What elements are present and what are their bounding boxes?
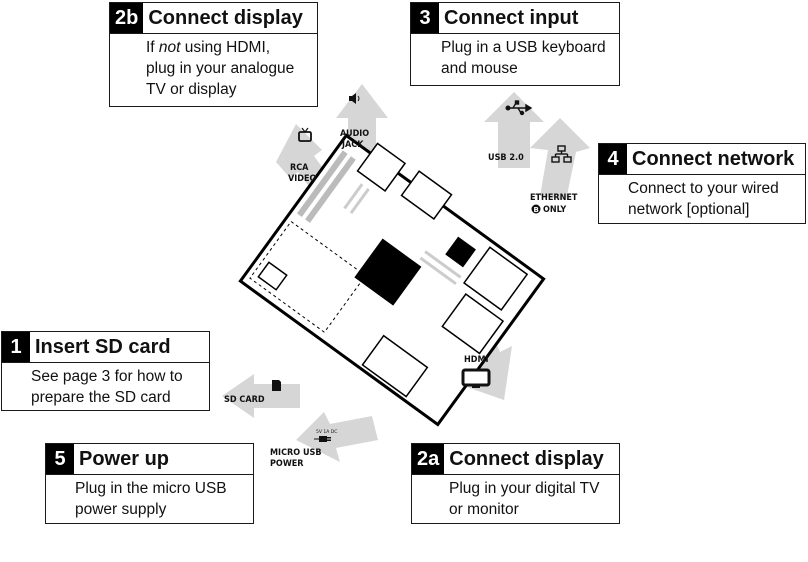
step-2a-header: 2a Connect display bbox=[412, 444, 619, 475]
step-2a-body: Plug in your digital TV or monitor bbox=[412, 475, 619, 524]
step-2b-emphasis: not bbox=[158, 39, 181, 56]
step-4-box: 4 Connect network Connect to your wired … bbox=[598, 143, 806, 224]
step-2b-pre: If bbox=[146, 39, 159, 56]
board-traces bbox=[343, 183, 462, 286]
sd-label: SD CARD bbox=[224, 395, 265, 405]
power-spec-label: 5V 1A DC bbox=[316, 429, 337, 435]
rca-label-2: VIDEO bbox=[288, 174, 317, 184]
step-2a-number: 2a bbox=[412, 444, 445, 474]
micro-usb-arrow bbox=[296, 412, 378, 462]
ethernet-label-2: ONLY bbox=[543, 205, 566, 215]
step-5-number: 5 bbox=[46, 444, 74, 474]
step-2b-body: If not using HDMI, plug in your analogue… bbox=[110, 34, 317, 104]
step-2b-header: 2b Connect display bbox=[110, 3, 317, 34]
step-2a-title: Connect display bbox=[449, 447, 604, 470]
usb-label: USB 2.0 bbox=[488, 153, 524, 163]
step-3-line2: and mouse bbox=[441, 60, 518, 77]
usb-port-block bbox=[463, 246, 529, 311]
ethernet-badge: B bbox=[534, 206, 539, 214]
step-5-line1: Plug in the micro USB bbox=[75, 480, 227, 497]
audio-label-2: JACK bbox=[341, 140, 364, 150]
step-4-header: 4 Connect network bbox=[599, 144, 805, 175]
step-1-line1: See page 3 for how to bbox=[31, 368, 183, 385]
ethernet-badge-circle bbox=[531, 204, 541, 214]
step-5-title: Power up bbox=[79, 447, 170, 470]
audio-jack bbox=[400, 170, 453, 221]
sd-slot bbox=[249, 220, 367, 333]
sd-card-icon bbox=[272, 380, 281, 391]
usb-icon bbox=[505, 100, 533, 116]
step-4-number: 4 bbox=[599, 144, 627, 174]
speaker-icon bbox=[349, 93, 360, 104]
step-1-header: 1 Insert SD card bbox=[2, 332, 209, 363]
step-2a-box: 2a Connect display Plug in your digital … bbox=[411, 443, 620, 524]
step-1-number: 1 bbox=[2, 332, 30, 362]
step-4-body: Connect to your wired network [optional] bbox=[599, 175, 805, 224]
step-1-body: See page 3 for how to prepare the SD car… bbox=[2, 363, 209, 412]
step-1-title: Insert SD card bbox=[35, 335, 171, 358]
step-2b-number: 2b bbox=[110, 3, 144, 33]
micro-usb-label-2: POWER bbox=[270, 459, 304, 469]
step-3-header: 3 Connect input bbox=[411, 3, 619, 34]
step-3-number: 3 bbox=[411, 3, 439, 33]
cpu-chip bbox=[354, 238, 422, 306]
tv-icon bbox=[298, 127, 312, 142]
ethernet-label-1: ETHERNET bbox=[530, 193, 578, 203]
step-5-body: Plug in the micro USB power supply bbox=[46, 475, 253, 524]
monitor-icon bbox=[461, 368, 491, 388]
step-2b-box: 2b Connect display If not using HDMI, pl… bbox=[109, 2, 318, 107]
step-3-box: 3 Connect input Plug in a USB keyboard a… bbox=[410, 2, 620, 86]
step-2b-title: Connect display bbox=[148, 6, 303, 29]
step-5-header: 5 Power up bbox=[46, 444, 253, 475]
pi-board bbox=[238, 133, 546, 427]
step-3-body: Plug in a USB keyboard and mouse bbox=[411, 34, 619, 83]
step-3-line1: Plug in a USB keyboard bbox=[441, 39, 606, 56]
rca-label-1: RCA bbox=[290, 163, 309, 173]
step-5-box: 5 Power up Plug in the micro USB power s… bbox=[45, 443, 254, 524]
step-4-line2: network [optional] bbox=[628, 201, 750, 218]
hdmi-label: HDMI bbox=[464, 355, 489, 365]
step-1-line2: prepare the SD card bbox=[31, 389, 171, 406]
step-4-line1: Connect to your wired bbox=[628, 180, 779, 197]
hdmi-port bbox=[361, 334, 429, 398]
ethernet-port-block bbox=[441, 293, 505, 355]
step-2a-line2: or monitor bbox=[449, 501, 519, 518]
step-1-box: 1 Insert SD card See page 3 for how to p… bbox=[1, 331, 210, 411]
usb-arrow bbox=[484, 92, 544, 168]
step-4-title: Connect network bbox=[632, 147, 795, 170]
power-plug-icon bbox=[314, 436, 331, 442]
step-2b-line3: TV or display bbox=[146, 81, 237, 98]
step-2b-line2: plug in your analogue bbox=[146, 60, 295, 77]
audio-label-1: AUDIO bbox=[340, 129, 369, 139]
micro-usb-label-1: MICRO USB bbox=[270, 448, 322, 458]
micro-usb-port bbox=[257, 261, 288, 291]
ethernet-arrow bbox=[530, 118, 590, 200]
network-icon bbox=[551, 145, 572, 163]
gpio-header bbox=[296, 150, 356, 223]
rca-jack bbox=[356, 142, 407, 192]
step-5-line2: power supply bbox=[75, 501, 167, 518]
step-2b-post: using HDMI, bbox=[180, 39, 271, 56]
step-3-title: Connect input bbox=[444, 6, 579, 29]
usb-chip bbox=[445, 236, 476, 268]
step-2a-line1: Plug in your digital TV bbox=[449, 480, 600, 497]
